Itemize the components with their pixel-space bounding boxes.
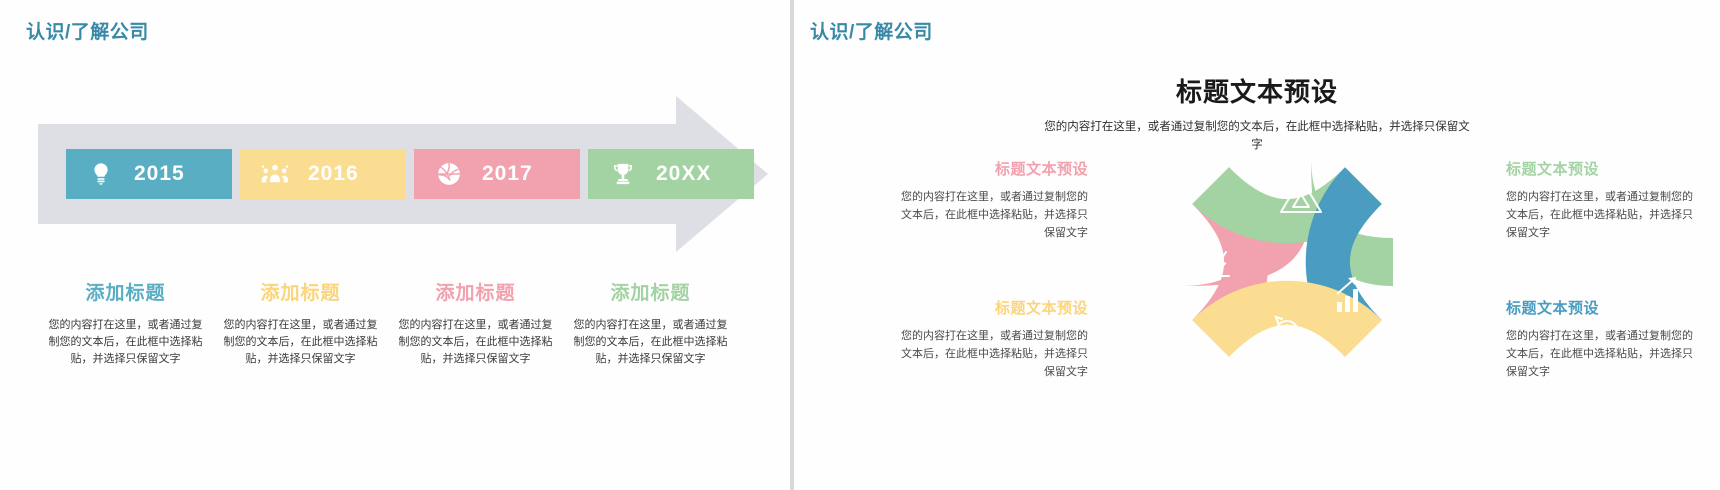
caption-title: 添加标题 (610, 283, 691, 304)
timeline-step-2015[interactable]: 2015 (66, 149, 232, 199)
caption-body: 您的内容打在这里，或者通过复制您的文本后，在此框中选择粘贴，并选择只保留文字 (223, 319, 378, 366)
timeline-step-year: 2015 (134, 162, 185, 185)
timeline-step-2016[interactable]: 2016 (240, 149, 406, 199)
hero-title: 标题文本预设 (1175, 77, 1338, 107)
timeline-steps: 2015 (66, 149, 754, 199)
clock-history-icon (1274, 315, 1299, 344)
caption-title: 添加标题 (260, 283, 341, 304)
timeline-caption: 添加标题 您的内容打在这里，或者通过复制您的文本后，在此框中选择粘贴，并选择只保… (388, 278, 563, 368)
slide-timeline: 认识/了解公司 2015 (0, 0, 790, 490)
bar-chart-arrow-icon (1336, 277, 1358, 312)
timeline-step-year: 2017 (482, 162, 533, 185)
quadrant-body: 您的内容打在这里，或者通过复制您的文本后，在此框中选择粘贴，并选择只保留文字 (901, 191, 1088, 240)
timeline-captions: 添加标题 您的内容打在这里，或者通过复制您的文本后，在此框中选择粘贴，并选择只保… (38, 278, 738, 368)
caption-title: 添加标题 (435, 283, 516, 304)
caption-body: 您的内容打在这里，或者通过复制您的文本后，在此框中选择粘贴，并选择只保留文字 (398, 319, 553, 366)
caption-body: 您的内容打在这里，或者通过复制您的文本后，在此框中选择粘贴，并选择只保留文字 (48, 319, 203, 366)
quadrant-title: 标题文本预设 (994, 161, 1088, 178)
triangle-recycle-icon (1280, 177, 1322, 213)
page-title: 认识/了解公司 (26, 22, 149, 43)
people-group-icon (258, 161, 292, 187)
quadrant-body: 您的内容打在这里，或者通过复制您的文本后，在此框中选择粘贴，并选择只保留文字 (901, 330, 1088, 379)
pinwheel-diagram (1177, 152, 1397, 372)
trophy-icon (606, 161, 640, 187)
quadrant-title: 标题文本预设 (1506, 300, 1600, 317)
slide-pinwheel: 认识/了解公司 标题文本预设 您的内容打在这里，或者通过复制您的文本后，在此框中… (794, 0, 1720, 490)
timeline-step-year: 2016 (308, 162, 359, 185)
timeline-caption: 添加标题 您的内容打在这里，或者通过复制您的文本后，在此框中选择粘贴，并选择只保… (563, 278, 738, 368)
page-title: 认识/了解公司 (810, 22, 933, 43)
quadrant-top-left: 标题文本预设 您的内容打在这里，或者通过复制您的文本后，在此框中选择粘贴，并选择… (892, 158, 1088, 242)
timeline-caption: 添加标题 您的内容打在这里，或者通过复制您的文本后，在此框中选择粘贴，并选择只保… (213, 278, 388, 368)
timeline-step-20xx[interactable]: 20XX (588, 149, 754, 199)
timeline-step-year: 20XX (656, 162, 712, 185)
quadrant-title: 标题文本预设 (994, 300, 1088, 317)
lightbulb-icon (84, 161, 118, 187)
slide-divider (790, 0, 794, 490)
timeline-arrow: 2015 (38, 96, 768, 252)
quadrant-body: 您的内容打在这里，或者通过复制您的文本后，在此框中选择粘贴，并选择只保留文字 (1506, 330, 1693, 379)
line-chart-icon (1200, 247, 1230, 277)
quadrant-top-right: 标题文本预设 您的内容打在这里，或者通过复制您的文本后，在此框中选择粘贴，并选择… (1506, 158, 1702, 242)
quadrant-title: 标题文本预设 (1506, 161, 1600, 178)
quadrant-body: 您的内容打在这里，或者通过复制您的文本后，在此框中选择粘贴，并选择只保留文字 (1506, 191, 1693, 240)
caption-title: 添加标题 (85, 283, 166, 304)
hero-block: 标题文本预设 您的内容打在这里，或者通过复制您的文本后，在此框中选择粘贴，并选择… (794, 72, 1720, 155)
timeline-step-2017[interactable]: 2017 (414, 149, 580, 199)
timeline-caption: 添加标题 您的内容打在这里，或者通过复制您的文本后，在此框中选择粘贴，并选择只保… (38, 278, 213, 368)
quadrant-bottom-left: 标题文本预设 您的内容打在这里，或者通过复制您的文本后，在此框中选择粘贴，并选择… (892, 297, 1088, 381)
basketball-icon (432, 161, 466, 187)
quadrant-bottom-right: 标题文本预设 您的内容打在这里，或者通过复制您的文本后，在此框中选择粘贴，并选择… (1506, 297, 1702, 381)
caption-body: 您的内容打在这里，或者通过复制您的文本后，在此框中选择粘贴，并选择只保留文字 (573, 319, 728, 366)
hero-subtitle: 您的内容打在这里，或者通过复制您的文本后，在此框中选择粘贴，并选择只保留文字 (1044, 121, 1470, 152)
